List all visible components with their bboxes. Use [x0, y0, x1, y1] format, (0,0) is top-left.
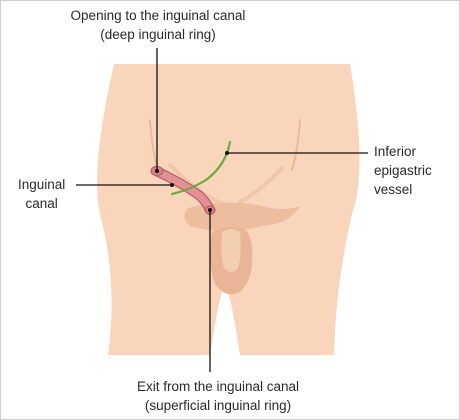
penis	[221, 229, 241, 272]
superficial-inguinal-ring-label: Exit from the inguinal canal (superficia…	[100, 377, 336, 415]
epigastric-vessel-label-line1: Inferior	[374, 144, 417, 159]
hip-fold-right	[291, 119, 301, 171]
pointer-dot-superficial-ring	[208, 208, 212, 212]
pointer-dot-deep-ring	[155, 169, 159, 173]
pointer-dot-inguinal-canal	[170, 183, 174, 187]
epigastric-vessel-label-line2: epigastric	[374, 163, 432, 178]
deep-ring-label-line2: (deep inguinal ring)	[100, 27, 216, 42]
epigastric-vessel-label-line3: vessel	[374, 182, 413, 197]
superficial-ring-label-line2: (superficial inguinal ring)	[144, 398, 292, 413]
groin-fold-right	[238, 166, 284, 204]
inguinal-canal-label: Inguinal canal	[18, 175, 65, 213]
inguinal-canal-label-line2: canal	[25, 196, 58, 211]
epigastric-vessel-label: Inferior epigastric vessel	[374, 142, 432, 199]
deep-ring-label-line1: Opening to the inguinal canal	[70, 8, 246, 23]
deep-inguinal-ring-label: Opening to the inguinal canal (deep ingu…	[40, 6, 276, 44]
pointer-dot-epigastric-vessel	[225, 151, 229, 155]
inguinal-canal-label-line1: Inguinal	[18, 177, 66, 192]
superficial-ring-label-line1: Exit from the inguinal canal	[136, 379, 300, 394]
